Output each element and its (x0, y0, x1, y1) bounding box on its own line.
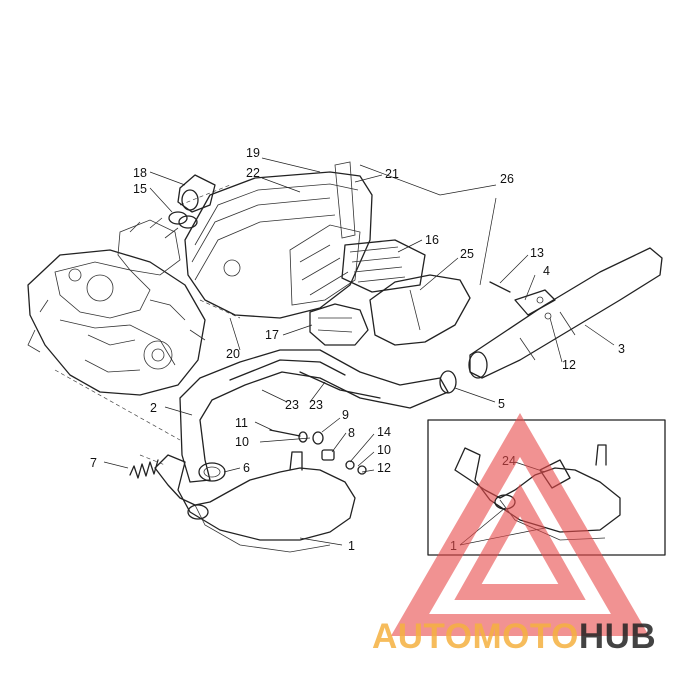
filter-cover (369, 274, 471, 346)
air-filter-element (341, 239, 426, 293)
exhaust-pipe (179, 349, 449, 483)
callout-21: 21 (385, 167, 399, 181)
callout-9: 9 (342, 408, 349, 422)
muffler (468, 247, 663, 379)
inset-detail (427, 419, 666, 556)
air-duct (309, 303, 369, 346)
callout-1-inset: 1 (450, 539, 457, 553)
intake-boot (168, 174, 216, 229)
airbox (184, 161, 373, 319)
callout-20: 20 (226, 347, 240, 361)
callout-12-upper: 12 (562, 358, 576, 372)
callout-10-left: 10 (235, 435, 249, 449)
assembly-guide-lines (54, 184, 241, 466)
callout-24: 24 (502, 454, 516, 468)
callout-23-left: 23 (285, 398, 299, 412)
callout-17: 17 (265, 328, 279, 342)
callout-16: 16 (425, 233, 439, 247)
spring (129, 459, 159, 479)
expansion-chamber (154, 451, 356, 553)
callout-25: 25 (460, 247, 474, 261)
callout-10-right: 10 (377, 443, 391, 457)
callout-14: 14 (377, 425, 391, 439)
callout-18: 18 (133, 166, 147, 180)
gasket (198, 462, 226, 482)
callout-19: 19 (246, 146, 260, 160)
callout-4: 4 (543, 264, 550, 278)
callout-leaders (103, 157, 615, 546)
clamp (439, 370, 457, 394)
callout-15: 15 (133, 182, 147, 196)
callout-7: 7 (90, 456, 97, 470)
fastener-set (269, 429, 367, 475)
callout-5: 5 (498, 397, 505, 411)
callout-26: 26 (500, 172, 514, 186)
callout-22: 22 (246, 166, 260, 180)
callout-2: 2 (150, 401, 157, 415)
callout-6: 6 (243, 461, 250, 475)
callout-11: 11 (235, 416, 248, 430)
callout-8: 8 (348, 426, 355, 440)
callout-13: 13 (530, 246, 544, 260)
callout-23-right: 23 (309, 398, 323, 412)
callout-12-lower: 12 (377, 461, 391, 475)
engine-block (27, 217, 206, 396)
callout-labels: 19 22 21 26 18 15 16 25 13 4 3 12 17 20 … (90, 146, 625, 553)
callout-1-main: 1 (348, 539, 355, 553)
callout-3: 3 (618, 342, 625, 356)
